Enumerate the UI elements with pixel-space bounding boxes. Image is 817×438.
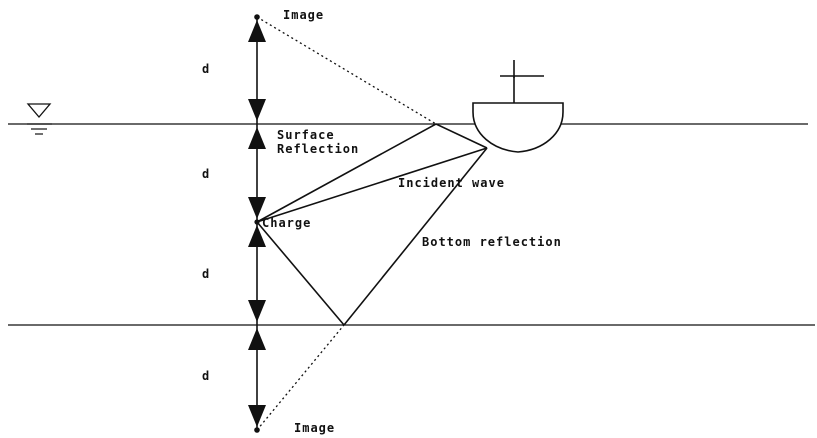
d-label-3: d (202, 267, 210, 281)
arrow-down-icon (248, 300, 266, 322)
surface-reflection-ray-in (256, 123, 437, 223)
arrow-down-icon (248, 197, 266, 219)
d-label-1: d (202, 62, 210, 76)
arrow-down-icon (248, 99, 266, 121)
charge-label: Charge (262, 216, 311, 230)
surface-reflection-label-line1: Surface (277, 128, 335, 142)
bottom-reflection-ray-in (256, 221, 345, 326)
image-ray-top (256, 16, 437, 125)
arrow-up-icon (248, 225, 266, 247)
d-label-4: d (202, 369, 210, 383)
surface-reflection-label-line2: Reflection (277, 142, 359, 156)
image-ray-bottom (256, 324, 345, 431)
d-label-2: d (202, 167, 210, 181)
ship-icon (472, 60, 564, 153)
arrow-up-icon (248, 328, 266, 350)
water-surface-triangle-icon (26, 103, 52, 135)
incident-wave-ray (256, 147, 488, 223)
image-bottom-label: Image (294, 421, 335, 435)
surface-reflection-ray-out (435, 123, 488, 149)
arrow-down-icon (248, 405, 266, 427)
bottom-reflection-label: Bottom reflection (422, 235, 562, 249)
bottom-reflection-ray-out (343, 147, 488, 326)
image-top-label: Image (283, 8, 324, 22)
arrow-up-icon (248, 20, 266, 42)
arrow-up-icon (248, 127, 266, 149)
incident-wave-label: Incident wave (398, 176, 505, 190)
